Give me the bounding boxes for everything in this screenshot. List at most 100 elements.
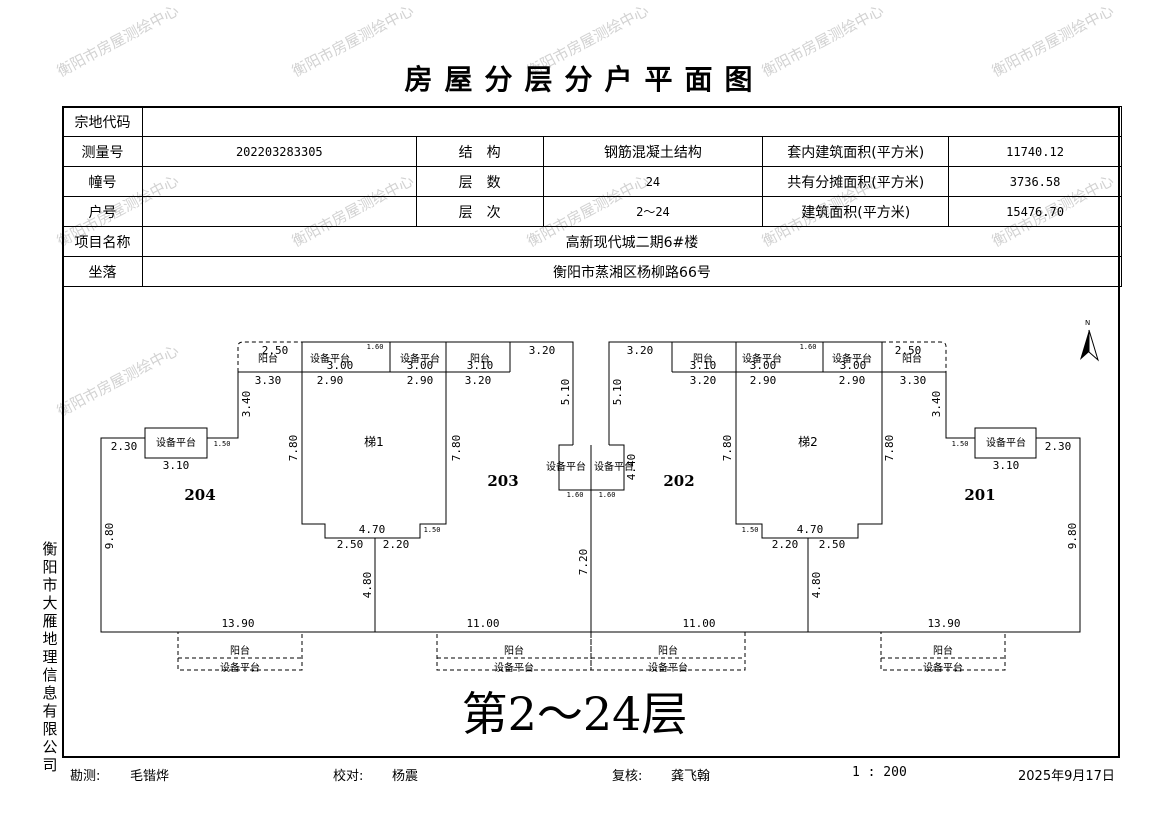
scale: 1 : 200 [852, 765, 907, 780]
dim-label: 9.80 [1066, 523, 1079, 550]
dim-label: 3.40 [240, 391, 253, 418]
jz-value: 15476.70 [948, 196, 1122, 227]
dim-label: 4.70 [797, 523, 824, 536]
zh-label: 幢号 [62, 166, 143, 197]
north-arrow-icon: N [1080, 319, 1099, 362]
platform-left [144, 427, 208, 459]
zl-label: 坐落 [62, 256, 143, 287]
dim-label: 2.50 [819, 538, 846, 551]
balcony-label: 阳台 [258, 352, 278, 365]
platform-label: 设备平台 [832, 352, 872, 365]
platform-label: 设备平台 [594, 460, 634, 473]
balcony-label: 阳台 [504, 644, 524, 657]
unit-label: 202 [663, 472, 694, 490]
dim-label: 3.10 [993, 459, 1020, 472]
dim-label: 1.60 [367, 343, 384, 351]
dim-label: 2.30 [1045, 440, 1072, 453]
dim-label: 3.20 [627, 344, 654, 357]
dim-label: 11.00 [682, 617, 715, 630]
dim-label: 1.50 [424, 526, 441, 534]
gy-value: 3736.58 [948, 166, 1122, 197]
balcony-label: 阳台 [470, 352, 490, 365]
dim-label: 3.00 [750, 359, 777, 372]
dim-label: 1.50 [214, 440, 231, 448]
stair-core-right [808, 372, 883, 539]
balcony-label: 阳台 [230, 644, 250, 657]
gy-label: 共有分摊面积(平方米) [762, 166, 950, 197]
dim-label: 7.80 [721, 435, 734, 462]
dim-label: 1.50 [742, 526, 759, 534]
balcony-label: 阳台 [658, 644, 678, 657]
platform-label: 设备平台 [220, 661, 260, 674]
wall-outline-left [558, 444, 592, 632]
dim-label: 3.20 [529, 344, 556, 357]
tn-label: 套内建筑面积(平方米) [762, 136, 950, 167]
platform-label: 设备平台 [742, 352, 782, 365]
dim-label: 3.30 [255, 374, 282, 387]
stair-label: 梯2 [798, 435, 818, 449]
dim-label: 4.40 [625, 454, 638, 481]
dim-label: 3.10 [467, 359, 494, 372]
xm-value: 高新现代城二期6#楼 [141, 226, 1123, 257]
platform-label: 设备平台 [648, 661, 688, 674]
hh-label: 户号 [62, 196, 143, 227]
dim-label: 13.90 [927, 617, 960, 630]
info-table: 宗地代码 测量号 202203283305 结 构 钢筋混凝土结构 套内建筑面积… [62, 106, 1123, 287]
hh-value [141, 196, 417, 227]
jg-label: 结 构 [415, 136, 544, 167]
wall-outline-right [591, 444, 625, 491]
platform-label: 设备平台 [986, 436, 1026, 449]
dim-label: 3.00 [407, 359, 434, 372]
balcony-top-right [882, 341, 947, 372]
platform-label: 设备平台 [156, 436, 196, 449]
dim-label: 7.20 [577, 549, 590, 576]
dim-label: 4.80 [361, 572, 374, 599]
cs-label: 层 数 [415, 166, 544, 197]
unit-label: 204 [184, 486, 215, 504]
balcony-bottom [590, 631, 746, 671]
dim-label: 4.80 [810, 572, 823, 599]
dim-label: 2.90 [839, 374, 866, 387]
dim-label: 2.90 [317, 374, 344, 387]
date: 2025年9月17日 [1018, 769, 1115, 784]
floor-plan: 204 203 202 201 梯1 梯2 阳台 设备平台 设备平台 阳台 阳台… [100, 319, 1099, 674]
page-title: 房屋分层分户平面图 [404, 63, 765, 96]
dim-label: 11.00 [466, 617, 499, 630]
cl-value: 202203283305 [141, 136, 417, 167]
dim-label: 3.20 [690, 374, 717, 387]
jz-label: 建筑面积(平方米) [762, 196, 950, 227]
stair-core-left [301, 372, 376, 632]
zongdi-label: 宗地代码 [62, 106, 143, 137]
dim-label: 3.20 [465, 374, 492, 387]
zh-value [141, 166, 417, 197]
balcony-label: 阳台 [693, 352, 713, 365]
dim-label: 3.10 [163, 459, 190, 472]
dim-label: 2.90 [407, 374, 434, 387]
cl-label: 测量号 [62, 136, 143, 167]
xm-label: 项目名称 [62, 226, 143, 257]
stair-core-right [735, 372, 809, 632]
dim-label: 2.50 [895, 344, 922, 357]
dim-label: 2.20 [772, 538, 799, 551]
dim-label: 3.30 [900, 374, 927, 387]
reviewer-name: 龚飞翰 [671, 769, 711, 784]
zongdi-value [141, 106, 1123, 137]
platform-right [974, 427, 1037, 459]
surveyor-name: 毛锴烨 [130, 769, 170, 784]
dim-label: 2.50 [262, 344, 289, 357]
balcony-label: 阳台 [902, 352, 922, 365]
dim-label: 7.80 [287, 435, 300, 462]
north-label: N [1085, 319, 1090, 327]
unit-label: 203 [487, 472, 518, 490]
cc-value: 2～24 [542, 196, 764, 227]
dim-label: 5.10 [611, 379, 624, 406]
proofreader-label: 校对: [333, 769, 364, 784]
dim-label: 2.30 [111, 440, 138, 453]
balcony-bottom [436, 631, 592, 671]
dim-label: 4.70 [359, 523, 386, 536]
surveyor-label: 勘测: [70, 769, 101, 784]
platform-label: 设备平台 [400, 352, 440, 365]
unit-label: 201 [964, 486, 995, 504]
dim-label: 3.40 [930, 391, 943, 418]
cc-label: 层 次 [415, 196, 544, 227]
